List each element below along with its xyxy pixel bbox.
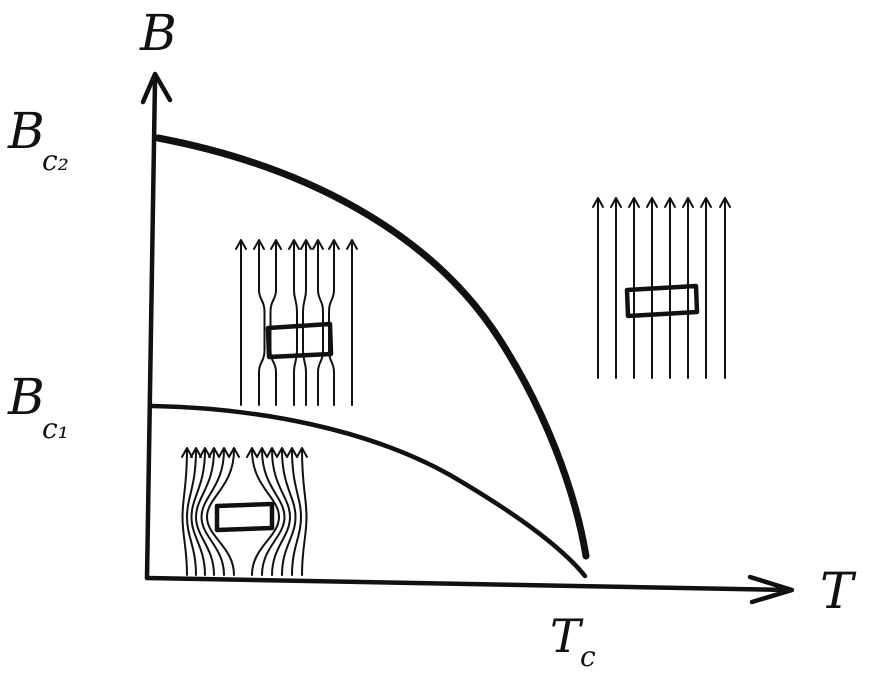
field-line bbox=[261, 449, 286, 576]
field-line bbox=[251, 449, 281, 576]
field-line bbox=[185, 449, 197, 576]
field-line-arrow-icon bbox=[300, 239, 312, 250]
field-line bbox=[281, 449, 297, 576]
field-line-arrow-icon bbox=[266, 447, 278, 458]
field-line-arrow-icon bbox=[181, 447, 193, 458]
field-line bbox=[190, 449, 206, 576]
normal-state-sample bbox=[624, 283, 700, 319]
tc-subscript: c bbox=[580, 640, 596, 673]
bc2-label: B bbox=[7, 102, 45, 160]
field-line-arrow-icon bbox=[208, 447, 220, 458]
field-line-arrow-icon bbox=[719, 197, 731, 208]
field-line bbox=[302, 241, 307, 406]
x-axis-label: T bbox=[820, 562, 857, 620]
field-line bbox=[269, 241, 277, 406]
field-line bbox=[205, 449, 235, 576]
field-line bbox=[200, 449, 225, 576]
bc1-label: B bbox=[7, 368, 45, 426]
tc-marker: T c bbox=[550, 609, 596, 673]
field-line-arrow-icon bbox=[270, 239, 282, 250]
field-line-arrow-icon bbox=[346, 239, 358, 250]
field-line-arrow-icon bbox=[246, 447, 258, 458]
field-line bbox=[293, 241, 298, 406]
field-line bbox=[194, 449, 215, 576]
bc1-subscript: c₁ bbox=[42, 412, 69, 445]
field-line-arrow-icon bbox=[235, 239, 247, 250]
field-line bbox=[291, 449, 303, 576]
x-axis bbox=[144, 575, 793, 593]
bc1-marker: B c₁ bbox=[7, 368, 69, 445]
field-line bbox=[181, 449, 188, 576]
field-line-arrow-icon bbox=[592, 197, 604, 208]
field-line-arrow-icon bbox=[328, 239, 340, 250]
field-line-arrow-icon bbox=[296, 447, 308, 458]
field-line-arrow-icon bbox=[646, 197, 658, 208]
field-line-arrow-icon bbox=[253, 239, 265, 250]
mixed-state-field-lines bbox=[235, 239, 358, 406]
field-line-arrow-icon bbox=[190, 447, 202, 458]
mixed-state-sample bbox=[265, 321, 334, 360]
field-line-arrow-icon bbox=[700, 197, 712, 208]
field-line-arrow-icon bbox=[682, 197, 694, 208]
field-line bbox=[301, 449, 308, 576]
y-axis bbox=[144, 77, 158, 581]
field-line-arrow-icon bbox=[664, 197, 676, 208]
meissner-state-field-lines bbox=[181, 447, 308, 576]
y-axis-arrowhead bbox=[140, 71, 173, 105]
field-line-arrow-icon bbox=[256, 447, 268, 458]
axes bbox=[140, 71, 795, 605]
field-line bbox=[317, 241, 324, 406]
field-line bbox=[258, 241, 266, 406]
field-line-arrow-icon bbox=[276, 447, 288, 458]
field-line-arrow-icon bbox=[288, 239, 300, 250]
y-axis-label: B bbox=[139, 4, 177, 62]
meissner-state-sample bbox=[214, 501, 275, 533]
field-line-arrow-icon bbox=[628, 197, 640, 208]
bc1-curve bbox=[149, 403, 588, 579]
field-line-arrow-icon bbox=[312, 239, 324, 250]
x-axis-arrowhead bbox=[747, 574, 795, 605]
field-line-arrow-icon bbox=[218, 447, 230, 458]
tc-label: T bbox=[550, 609, 584, 663]
bc2-marker: B c₂ bbox=[7, 102, 69, 177]
bc2-subscript: c₂ bbox=[42, 144, 69, 177]
field-line-arrow-icon bbox=[610, 197, 622, 208]
field-line-arrow-icon bbox=[286, 447, 298, 458]
field-line-arrow-icon bbox=[199, 447, 211, 458]
field-line-arrow-icon bbox=[228, 447, 240, 458]
bc2-curve bbox=[154, 134, 590, 560]
field-line bbox=[271, 449, 292, 576]
